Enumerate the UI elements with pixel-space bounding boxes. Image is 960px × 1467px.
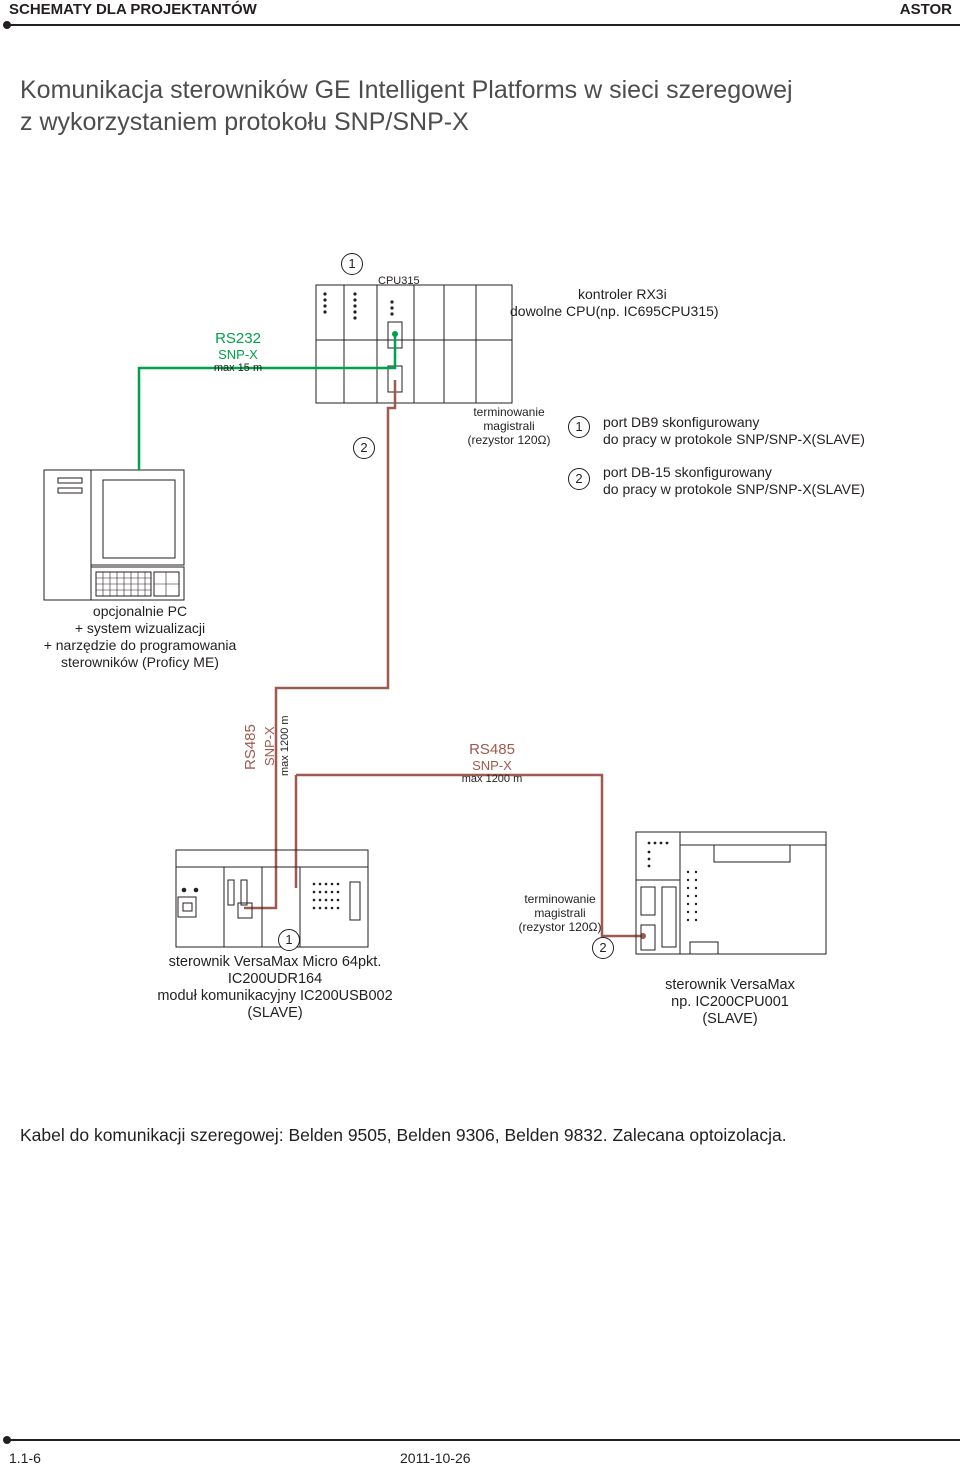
- legend-marker-1: 1: [568, 416, 590, 438]
- rx3i-rack: [315, 284, 513, 404]
- micro-l2: IC200UDR164: [227, 971, 323, 987]
- versamax-label: sterownik VersaMax np. IC200CPU001 (SLAV…: [640, 977, 820, 1028]
- termination-top: terminowanie magistrali (rezystor 120Ω): [449, 405, 569, 447]
- micro-l1: sterownik VersaMax Micro 64pkt.: [168, 954, 382, 970]
- header-right: ASTOR: [899, 1, 952, 18]
- rs485h-proto: RS485: [469, 741, 515, 758]
- rs232-proto: RS232: [215, 330, 261, 347]
- header-dot: [3, 21, 11, 29]
- rs485-cable-versamax: [296, 773, 643, 938]
- micro-l3: moduł komunikacyjny IC200USB002: [157, 988, 393, 1004]
- versamax-unit: [635, 831, 827, 955]
- rx3i-cpu-example: dowolne CPU(np. IC695CPU315): [510, 303, 719, 319]
- page-title-line1: Komunikacja sterowników GE Intelligent P…: [20, 76, 793, 104]
- pc-l3: + narzędzie do programowania: [43, 637, 237, 653]
- rs485-vertical-label: RS485: [242, 680, 259, 770]
- rs485h-sub: SNP-X: [472, 758, 512, 773]
- rs232-sub: SNP-X: [218, 347, 258, 362]
- rs485v-proto: RS485: [242, 724, 259, 770]
- legend-2-l1: port DB-15 skonfigurowany: [603, 464, 772, 480]
- term-top-l1: terminowanie: [473, 405, 545, 419]
- marker-versamax-2: 2: [592, 937, 614, 959]
- micro-label: sterownik VersaMax Micro 64pkt. IC200UDR…: [140, 954, 410, 1022]
- footer-dot: [3, 1436, 11, 1444]
- legend-item-1: port DB9 skonfigurowany do pracy w proto…: [603, 414, 865, 448]
- rx3i-name: kontroler RX3i: [578, 286, 667, 302]
- pc-l1: opcjonalnie PC: [92, 603, 188, 619]
- term-bottom-l2: magistrali: [534, 906, 586, 920]
- legend-marker-2: 2: [568, 468, 590, 490]
- page-title-line2: z wykorzystaniem protokołu SNP/SNP-X: [20, 108, 469, 136]
- legend-item-2: port DB-15 skonfigurowany do pracy w pro…: [603, 464, 865, 498]
- pc-keyboard-keys: [96, 572, 179, 596]
- rs485v-len-wrap: max 1200 m: [279, 715, 292, 776]
- rs232-label: RS232 SNP-X max 15 m: [206, 330, 270, 374]
- rs485v-len: max 1200 m: [279, 715, 291, 776]
- pc-label: opcjonalnie PC + system wizualizacji + n…: [20, 603, 260, 671]
- rs485v-sub: SNP-X: [262, 726, 277, 766]
- legend-1-l1: port DB9 skonfigurowany: [603, 414, 760, 430]
- rs232-len: max 15 m: [213, 362, 263, 374]
- versamax-l1: sterownik VersaMax: [665, 977, 795, 993]
- marker-rx3i-2: 2: [353, 437, 375, 459]
- pc-l2: + system wizualizacji: [74, 620, 206, 636]
- micro-l4: (SLAVE): [247, 1005, 303, 1021]
- versamax-l2: np. IC200CPU001: [671, 994, 789, 1010]
- footer-date: 2011-10-26: [400, 1450, 471, 1466]
- rs485h-len: max 1200 m: [461, 773, 523, 785]
- rs485-horizontal-label: RS485 SNP-X max 1200 m: [452, 741, 532, 785]
- marker-micro-1: 1: [278, 929, 300, 951]
- term-top-l3: (rezystor 120Ω): [467, 433, 551, 447]
- legend-1-l2: do pracy w protokole SNP/SNP-X(SLAVE): [603, 431, 865, 447]
- rs485v-sub-wrap: SNP-X: [262, 726, 277, 766]
- versamax-leds: [647, 841, 698, 922]
- footer-page: 1.1-6: [9, 1450, 41, 1466]
- rs232-connector-dot: [392, 331, 398, 337]
- termination-bottom: terminowanie magistrali (rezystor 120Ω): [508, 892, 612, 934]
- cpu315-label: CPU315: [378, 275, 420, 287]
- legend-2-l2: do pracy w protokole SNP/SNP-X(SLAVE): [603, 481, 865, 497]
- term-bottom-l3: (rezystor 120Ω): [518, 920, 602, 934]
- pc-computer: [43, 469, 185, 601]
- versamax-l3: (SLAVE): [702, 1011, 758, 1027]
- marker-rx3i-1: 1: [341, 253, 363, 275]
- rx3i-leds: [323, 292, 394, 320]
- term-bottom-l1: terminowanie: [524, 892, 596, 906]
- rs485-cable-main: [244, 380, 397, 910]
- cable-note: Kabel do komunikacji szeregowej: Belden …: [20, 1125, 787, 1145]
- versamax-micro-leds: [181, 882, 340, 910]
- header-left: SCHEMATY DLA PROJEKTANTÓW: [9, 1, 257, 18]
- pc-l4: sterowników (Proficy ME): [61, 654, 219, 670]
- rs232-cable: [137, 334, 397, 470]
- term-top-l2: magistrali: [483, 419, 535, 433]
- versamax-micro-unit: [175, 849, 369, 948]
